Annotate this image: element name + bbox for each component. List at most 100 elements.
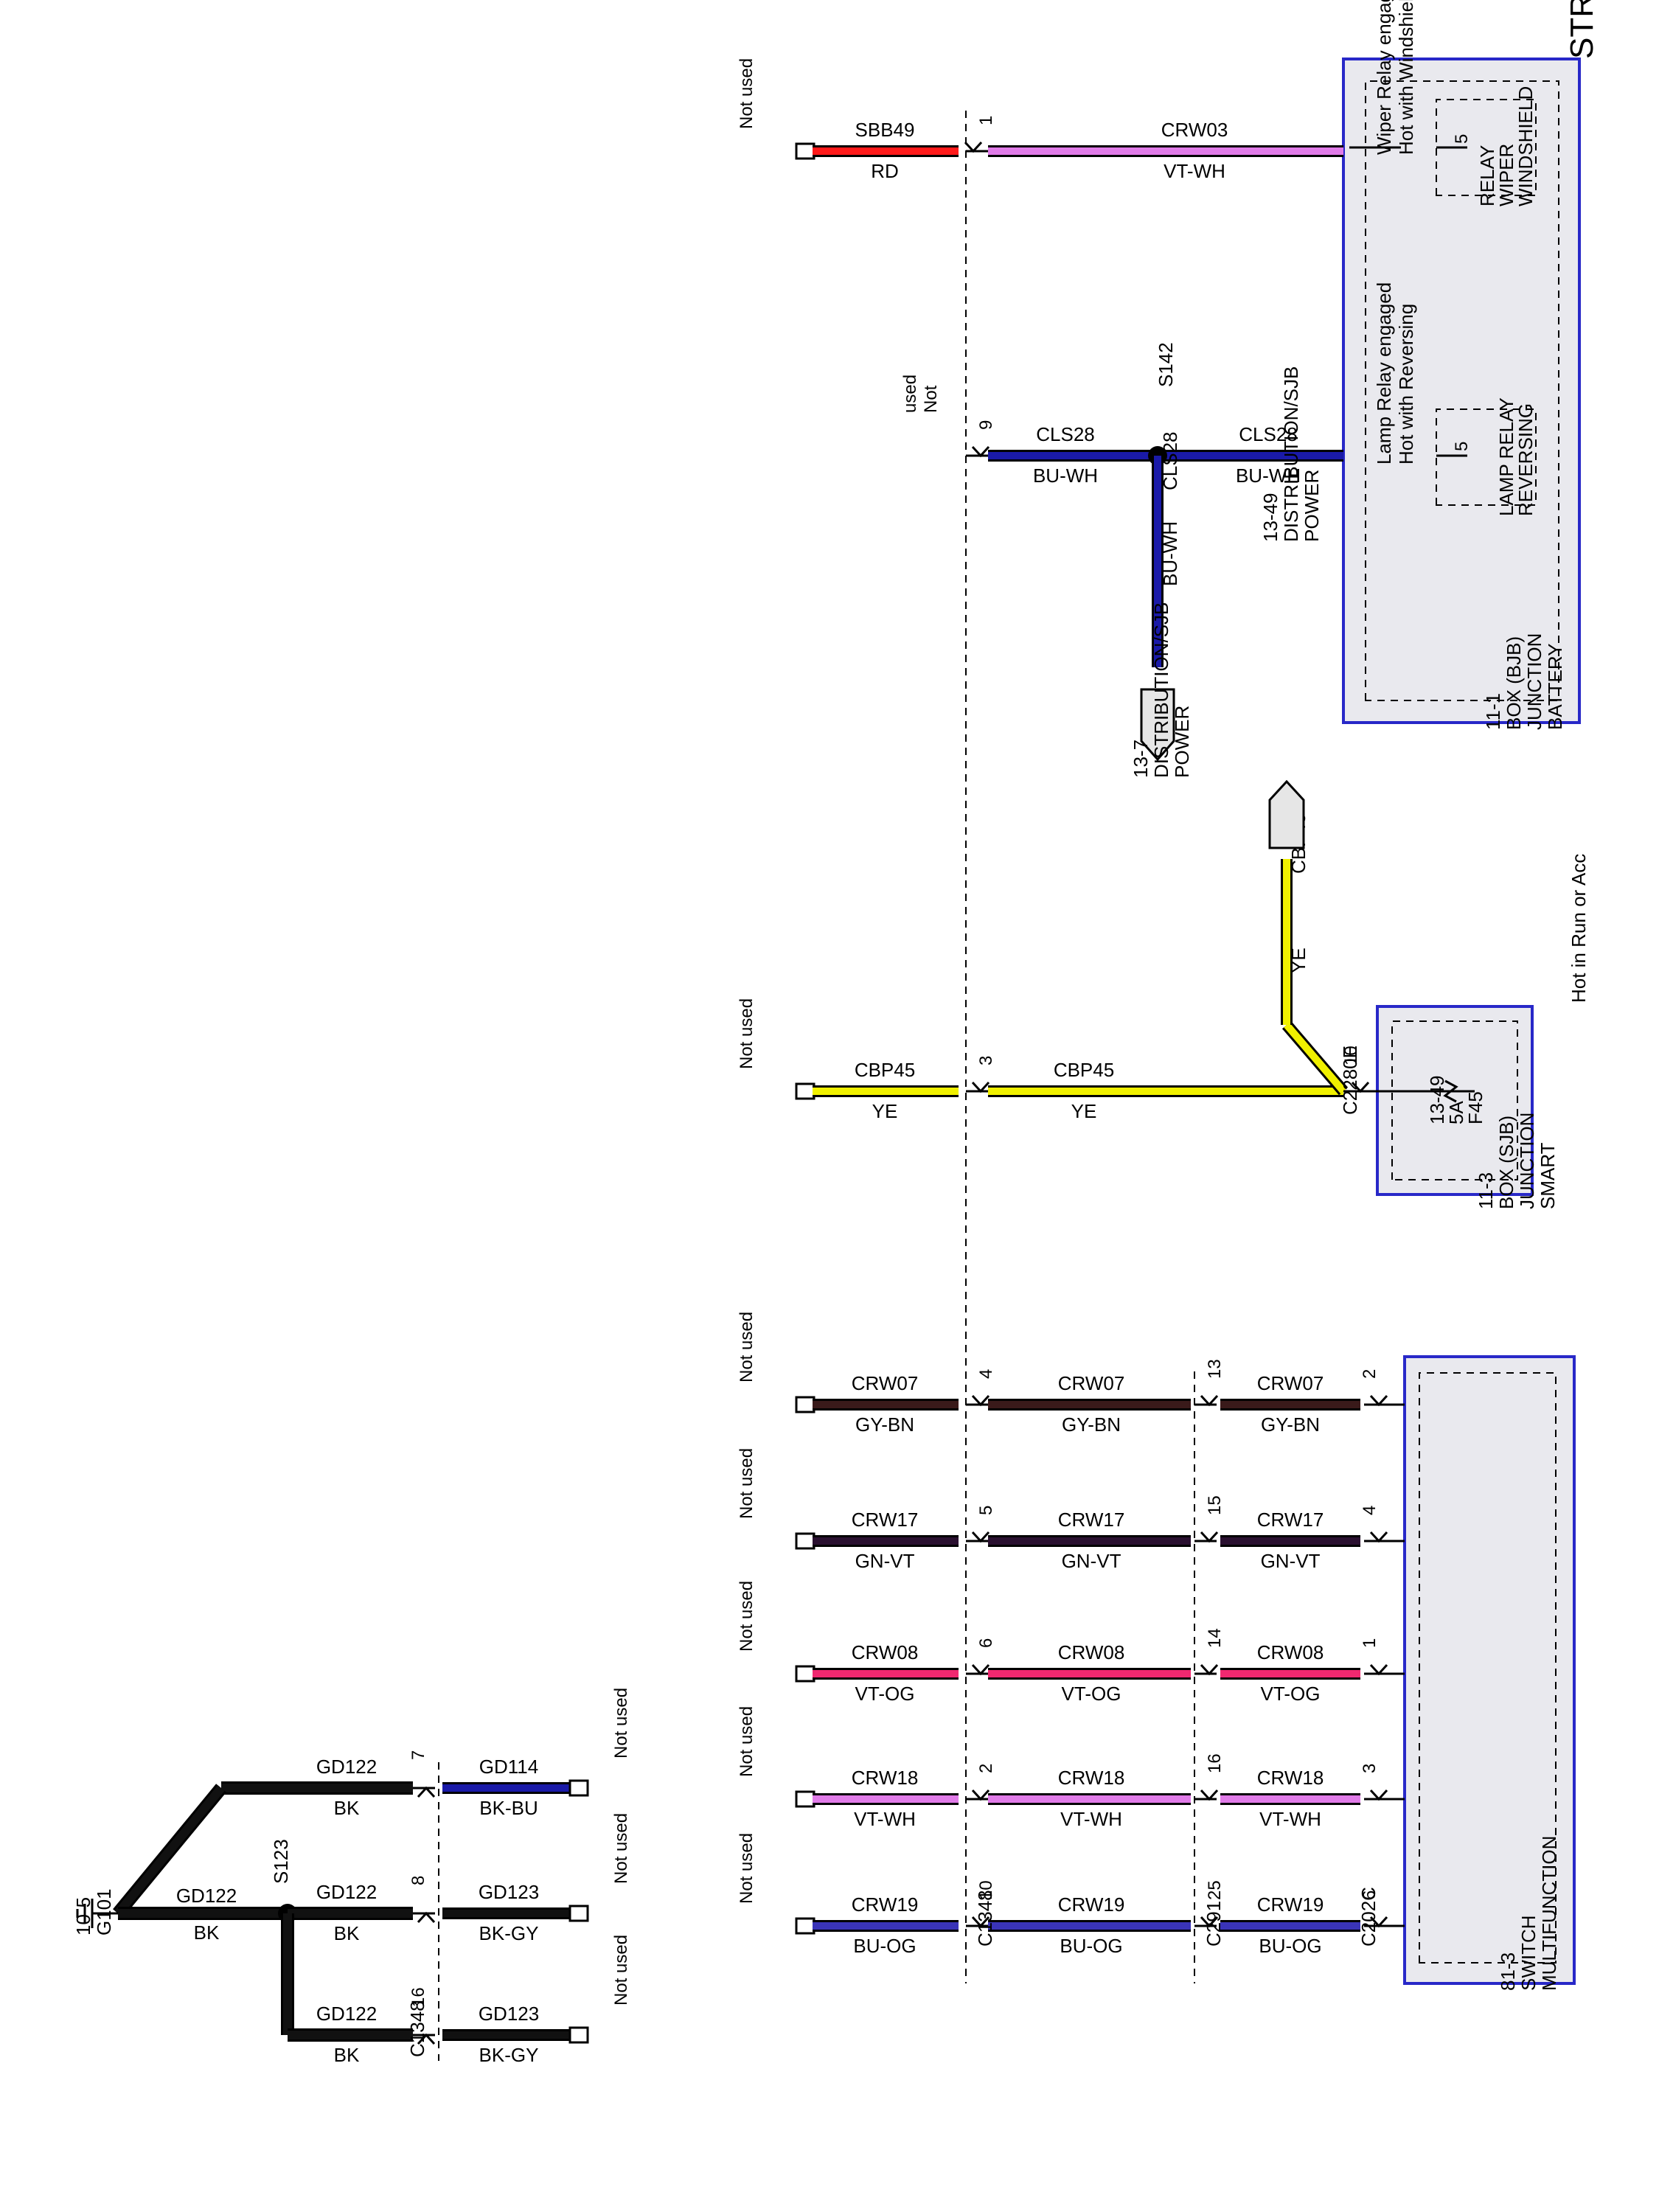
mfs-not-used-1: Not used [737, 1448, 757, 1519]
mfs-arrow-left-4 [971, 1916, 990, 1928]
mfs-color-right-0: GY-BN [1261, 1413, 1320, 1436]
bjb-inner-dashed [1365, 80, 1559, 701]
wiper-relay-label: RELAY [1476, 145, 1498, 206]
gnd-left-color-2: BK [334, 2044, 360, 2066]
mfs-pin-mid-3: 16 [1205, 1753, 1225, 1773]
wire-gd122-diag [114, 1785, 225, 1916]
sbb49-color: RD [871, 160, 899, 182]
sjb-hot-note: Hot in Run or Acc [1568, 854, 1590, 1003]
wiper-not-used: Not used [737, 58, 757, 129]
mfs-code-left-1: CRW17 [852, 1509, 919, 1531]
gnd-pin-1: 8 [408, 1876, 428, 1885]
cbp-terminal [795, 1082, 815, 1100]
cls28-right-code: CLS28 [1239, 423, 1298, 445]
wiper-pin-arrow [964, 141, 983, 153]
sjb-pin-num: 10 [1341, 1046, 1361, 1065]
pd-13-49-label: 13-49 [1259, 493, 1281, 543]
mfs-label-line: 81-3 [1497, 1952, 1519, 1991]
mfs-label-line: MULTIFUNCTION [1538, 1836, 1560, 1991]
rev-note: Hot with Reversing [1395, 304, 1417, 465]
cls28-left-color: BU-WH [1033, 465, 1098, 487]
bjb-label-line: BATTERY [1544, 643, 1566, 730]
gnd-terminal-1 [568, 1905, 589, 1922]
bjb-label-line: JUNCTION [1523, 633, 1545, 730]
sjb-label-line: 11-3 [1475, 1172, 1497, 1209]
gnd-pin-2: 16 [408, 1987, 428, 2007]
mfs-code-mid-2: CRW08 [1058, 1641, 1125, 1663]
sjb-arrow [1351, 1081, 1370, 1093]
mfs-arrow-right-3 [1369, 1789, 1388, 1801]
rev-relay-label: REVERSING [1514, 403, 1537, 516]
splice-s142-label: S142 [1155, 342, 1177, 387]
wiper-relay-label: WIPER [1495, 144, 1517, 206]
mfs-arrow-right-4 [1369, 1916, 1388, 1928]
wiper-relay-label: WINDSHIELD [1514, 86, 1537, 206]
mfs-pin-right-2: 1 [1360, 1638, 1380, 1648]
mfs-label-line: SWITCH [1517, 1915, 1540, 1991]
gnd-left-code-2: GD122 [316, 2003, 377, 2025]
mfs-arrow-left-3 [971, 1789, 990, 1801]
rev-not-used: used [900, 375, 920, 413]
gnd-terminal-2 [568, 2026, 589, 2044]
rev-relay-pin: 5 [1452, 442, 1472, 451]
mfs-pin-mid-1: 15 [1205, 1495, 1225, 1515]
cbp45-left-code: CBP45 [855, 1059, 915, 1081]
mfs-color-right-1: GN-VT [1261, 1550, 1321, 1572]
mfs-code-right-0: CRW07 [1257, 1372, 1324, 1394]
mfs-arrow-right-0 [1369, 1394, 1388, 1407]
bjb-label-line: BOX (BJB) [1503, 636, 1525, 730]
fuse-f45-icon [1443, 1079, 1458, 1103]
gnd-connector-c1348: C1348 [406, 2000, 428, 2057]
sjb-inner-dashed [1391, 1020, 1518, 1180]
page-title: STRIPPED CHASSIS [1564, 0, 1600, 59]
wire-cbp45-diag [1284, 1022, 1346, 1094]
mfs-terminal-1 [795, 1532, 815, 1550]
mfs-code-right-1: CRW17 [1257, 1509, 1324, 1531]
rev-not-used: Not [921, 385, 941, 413]
cls28-branch-code: CLS28 [1159, 432, 1181, 491]
pd-13-7-label: DISTRIBUTION/SJB [1150, 602, 1172, 778]
mfs-terminal-2 [795, 1665, 815, 1683]
pd-13-7-label: POWER [1171, 706, 1193, 778]
gnd-right-code-2: GD123 [479, 2003, 539, 2025]
mfs-pin-left-1: 5 [976, 1506, 996, 1515]
bjb-label-line: 11-1 [1482, 693, 1504, 730]
mfs-code-right-4: CRW19 [1257, 1893, 1324, 1916]
mfs-color-mid-0: GY-BN [1062, 1413, 1121, 1436]
mfs-pin-right-0: 2 [1360, 1369, 1380, 1379]
gnd-pin-0: 7 [408, 1750, 428, 1760]
mfs-code-right-2: CRW08 [1257, 1641, 1324, 1663]
splice-s123-label: S123 [270, 1839, 292, 1884]
rev-pin-num: 9 [976, 420, 996, 430]
pd-13-7-pointer [1140, 688, 1175, 762]
sjb-label-line: SMART [1537, 1142, 1559, 1209]
fuse-f45-label: F45 [1464, 1091, 1486, 1124]
mfs-pin-left-3: 2 [976, 1764, 996, 1773]
pd-13-49-label: POWER [1301, 470, 1323, 542]
mfs-color-left-3: VT-WH [854, 1808, 916, 1830]
mfs-pin-right-1: 4 [1360, 1506, 1380, 1515]
gnd-right-color-0: BK-BU [479, 1797, 538, 1819]
gnd-main-code: GD122 [176, 1885, 237, 1907]
mfs-arrow-left-1 [971, 1531, 990, 1543]
wiper-note: Hot with Windshield [1395, 0, 1417, 155]
sjb-label-line: BOX (SJB) [1495, 1116, 1517, 1209]
mfs-code-left-0: CRW07 [852, 1372, 919, 1394]
cbp45-right-code: CBP45 [1054, 1059, 1114, 1081]
mfs-color-right-3: VT-WH [1259, 1808, 1321, 1830]
cls28-branch-color: BU-WH [1159, 521, 1181, 586]
mfs-color-mid-1: GN-VT [1062, 1550, 1121, 1572]
mfs-arrow-left-0 [971, 1394, 990, 1407]
wiper-note: Wiper Relay engaged [1373, 0, 1395, 155]
gnd-right-code-0: GD114 [479, 1756, 538, 1778]
gnd-left-code-1: GD122 [316, 1881, 377, 1903]
gnd-not-used-1: Not used [611, 1813, 631, 1884]
ground-g101-label: 10-5 [72, 1897, 94, 1935]
ground-g101-label: G101 [93, 1888, 115, 1935]
mfs-color-left-4: BU-OG [853, 1935, 916, 1957]
mfs-color-left-2: VT-OG [855, 1683, 915, 1705]
cls28-left-code: CLS28 [1036, 423, 1095, 445]
mfs-arrow-mid-2 [1200, 1663, 1219, 1676]
